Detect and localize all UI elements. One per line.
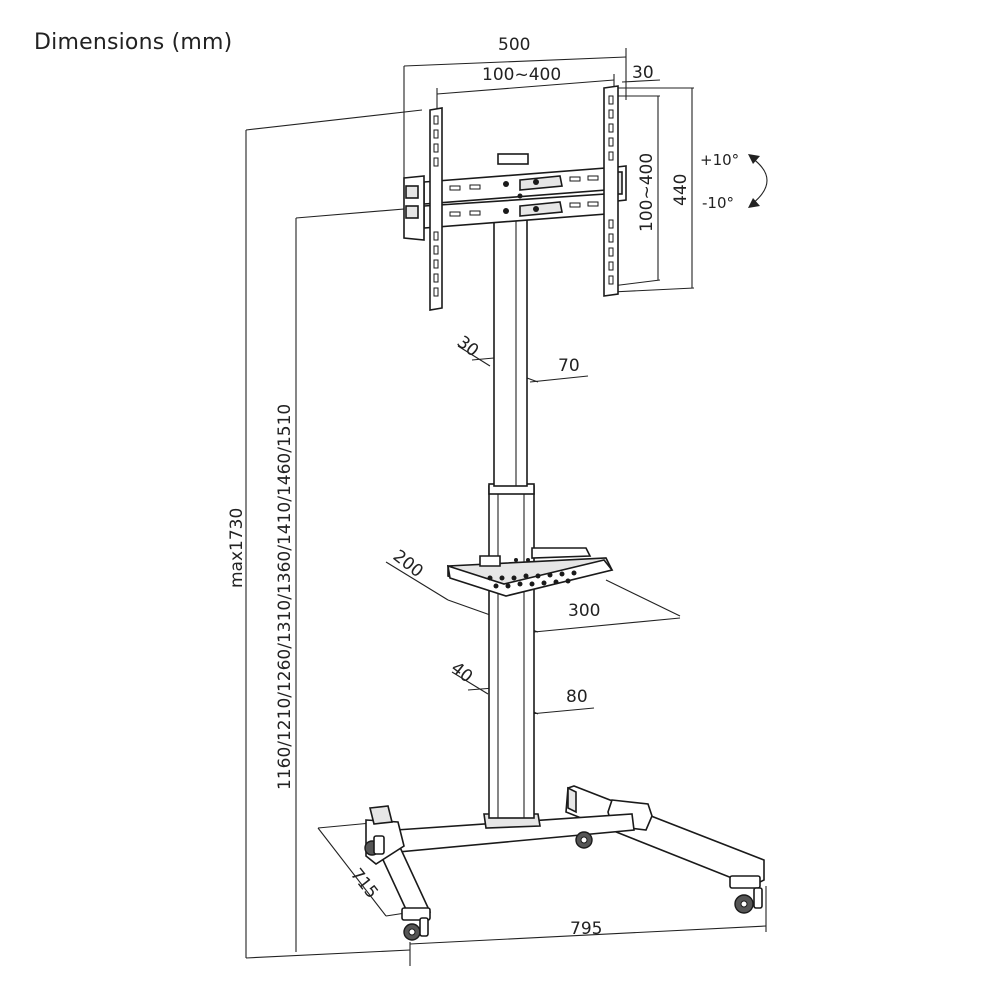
pole xyxy=(488,219,535,819)
caster-back-left xyxy=(364,835,385,856)
rail-holes xyxy=(449,175,599,217)
label-max-height: max1730 xyxy=(227,508,247,588)
tilt-arrow-icon xyxy=(748,154,768,208)
diagram-title: Dimensions (mm) xyxy=(34,30,233,55)
label-tilt-down: -10° xyxy=(702,194,734,212)
label-width-total: 500 xyxy=(498,35,530,55)
label-lower-pole-depth: 40 xyxy=(447,658,476,687)
label-bracket-depth: 30 xyxy=(632,63,654,83)
label-upper-pole-width: 70 xyxy=(558,356,580,376)
vesa-bracket xyxy=(403,85,627,311)
label-vesa-vertical: 100~400 xyxy=(637,153,657,232)
shelf xyxy=(446,547,614,597)
bracket-slots-right xyxy=(608,95,614,285)
label-tilt-up: +10° xyxy=(700,151,739,169)
label-height-positions: 1160/1210/1260/1310/1360/1410/1460/1510 xyxy=(275,404,295,790)
label-vesa-horizontal: 100~400 xyxy=(482,65,561,85)
dimension-lines xyxy=(245,48,767,966)
label-base-width: 795 xyxy=(570,919,602,939)
shelf-vent-holes xyxy=(487,558,577,589)
casters xyxy=(364,831,763,941)
label-shelf-depth: 200 xyxy=(389,546,427,582)
label-bracket-height: 440 xyxy=(671,174,691,206)
dimension-labels: 500 100~400 30 100~400 440 +10° -10° 30 … xyxy=(227,35,739,939)
label-upper-pole-depth: 30 xyxy=(453,332,482,361)
caster-back-middle xyxy=(575,831,593,849)
base-frame xyxy=(365,785,765,919)
bracket-slots-left xyxy=(433,115,439,297)
caster-front-left xyxy=(401,907,431,941)
caster-front-right xyxy=(729,875,763,914)
label-shelf-width: 300 xyxy=(568,601,600,621)
label-lower-pole-width: 80 xyxy=(566,687,588,707)
